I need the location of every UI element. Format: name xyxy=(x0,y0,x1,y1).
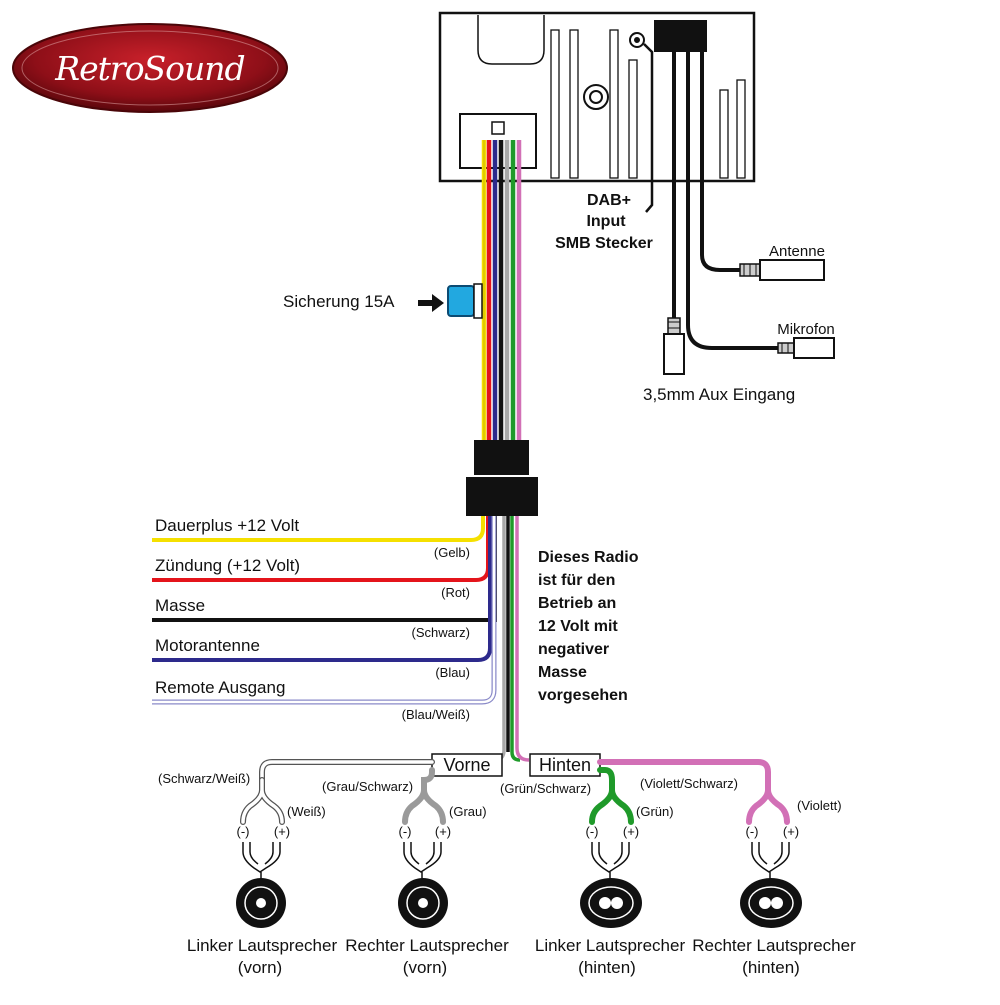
speaker-pos-color: (Violett) xyxy=(797,798,842,813)
speaker-name: Linker Lautsprecher xyxy=(187,936,338,955)
dab-label-line1: DAB+ xyxy=(587,192,631,209)
power-wire-labels: Dauerplus +12 Volt (Gelb) Zündung (+12 V… xyxy=(155,516,470,722)
wire-harness xyxy=(481,140,522,440)
wire-color-label: (Blau) xyxy=(435,665,470,680)
speaker-neg-color: (Schwarz/Weiß) xyxy=(158,771,250,786)
speaker-name: Linker Lautsprecher xyxy=(535,936,686,955)
antenna-connector xyxy=(739,259,825,281)
harness-connector xyxy=(466,440,538,516)
speaker-front-right xyxy=(398,878,448,928)
minus-label: (-) xyxy=(586,824,599,839)
dab-label-line3: SMB Stecker xyxy=(555,235,653,252)
plus-label: (+) xyxy=(435,824,451,839)
fuse-label: Sicherung 15A xyxy=(283,292,395,311)
wire-color-label: (Schwarz) xyxy=(411,625,470,640)
fuse-arrow-icon xyxy=(418,294,444,312)
speaker-color-labels: (Schwarz/Weiß) (Weiß) (Grau/Schwarz) (Gr… xyxy=(158,771,842,819)
speaker-position: (vorn) xyxy=(238,958,282,977)
speaker-name: Rechter Lautsprecher xyxy=(345,936,509,955)
plus-label: (+) xyxy=(623,824,639,839)
speaker-front-left xyxy=(236,878,286,928)
aux-connector xyxy=(663,317,685,375)
fuse xyxy=(418,283,483,319)
speaker-units xyxy=(242,842,790,880)
antenna-label: Antenne xyxy=(769,243,825,260)
speaker-rear-right xyxy=(740,878,802,928)
speaker-names: Linker Lautsprecher (vorn) Rechter Lauts… xyxy=(187,936,856,977)
speaker-wires xyxy=(493,516,530,762)
plus-label: (+) xyxy=(274,824,290,839)
minus-label: (-) xyxy=(237,824,250,839)
aux-label: 3,5mm Aux Eingang xyxy=(643,385,795,404)
microphone-connector xyxy=(777,337,835,359)
speaker-rear-left xyxy=(580,878,642,928)
wire-label: Dauerplus +12 Volt xyxy=(155,516,299,535)
group-front-label: Vorne xyxy=(443,755,490,775)
radio-chassis xyxy=(438,11,756,183)
wire-color-label: (Blau/Weiß) xyxy=(402,707,470,722)
speaker-pos-color: (Grün) xyxy=(636,804,674,819)
note-line: negativer xyxy=(538,641,609,658)
polarity-labels: (-) (+) (-) (+) (-) (+) (-) (+) xyxy=(237,824,800,839)
minus-label: (-) xyxy=(399,824,412,839)
note-line: vorgesehen xyxy=(538,687,628,704)
speaker-branches xyxy=(240,759,790,825)
wire-label: Zündung (+12 Volt) xyxy=(155,556,300,575)
speaker-neg-color: (Violett/Schwarz) xyxy=(640,776,738,791)
speaker-position: (hinten) xyxy=(578,958,636,977)
speaker-pos-color: (Weiß) xyxy=(287,804,326,819)
note-line: Masse xyxy=(538,664,587,681)
wire-label: Motorantenne xyxy=(155,636,260,655)
speaker-name: Rechter Lautsprecher xyxy=(692,936,856,955)
retrosound-logo: RetroSound xyxy=(12,23,288,113)
speaker-position: (hinten) xyxy=(742,958,800,977)
speaker-position: (vorn) xyxy=(403,958,447,977)
minus-label: (-) xyxy=(746,824,759,839)
note-line: Betrieb an xyxy=(538,595,616,612)
group-rear-label: Hinten xyxy=(539,755,591,775)
speaker-pos-color: (Grau) xyxy=(449,804,487,819)
microphone-label: Mikrofon xyxy=(777,321,835,338)
power-wires xyxy=(152,516,497,705)
plus-label: (+) xyxy=(783,824,799,839)
radio-cables xyxy=(643,43,778,350)
note-line: Dieses Radio xyxy=(538,549,639,566)
group-front: Vorne xyxy=(431,753,503,777)
dab-label-line2: Input xyxy=(586,213,626,230)
note-line: ist für den xyxy=(538,572,615,589)
voltage-note: Dieses Radio ist für den Betrieb an 12 V… xyxy=(538,549,639,704)
wire-label: Remote Ausgang xyxy=(155,678,285,697)
group-rear: Hinten xyxy=(529,753,601,777)
speaker-neg-color: (Grün/Schwarz) xyxy=(500,781,591,796)
note-line: 12 Volt mit xyxy=(538,618,618,635)
wire-color-label: (Gelb) xyxy=(434,545,470,560)
wire-label: Masse xyxy=(155,596,205,615)
wire-color-label: (Rot) xyxy=(441,585,470,600)
logo-text: RetroSound xyxy=(54,49,244,88)
speaker-neg-color: (Grau/Schwarz) xyxy=(322,779,413,794)
